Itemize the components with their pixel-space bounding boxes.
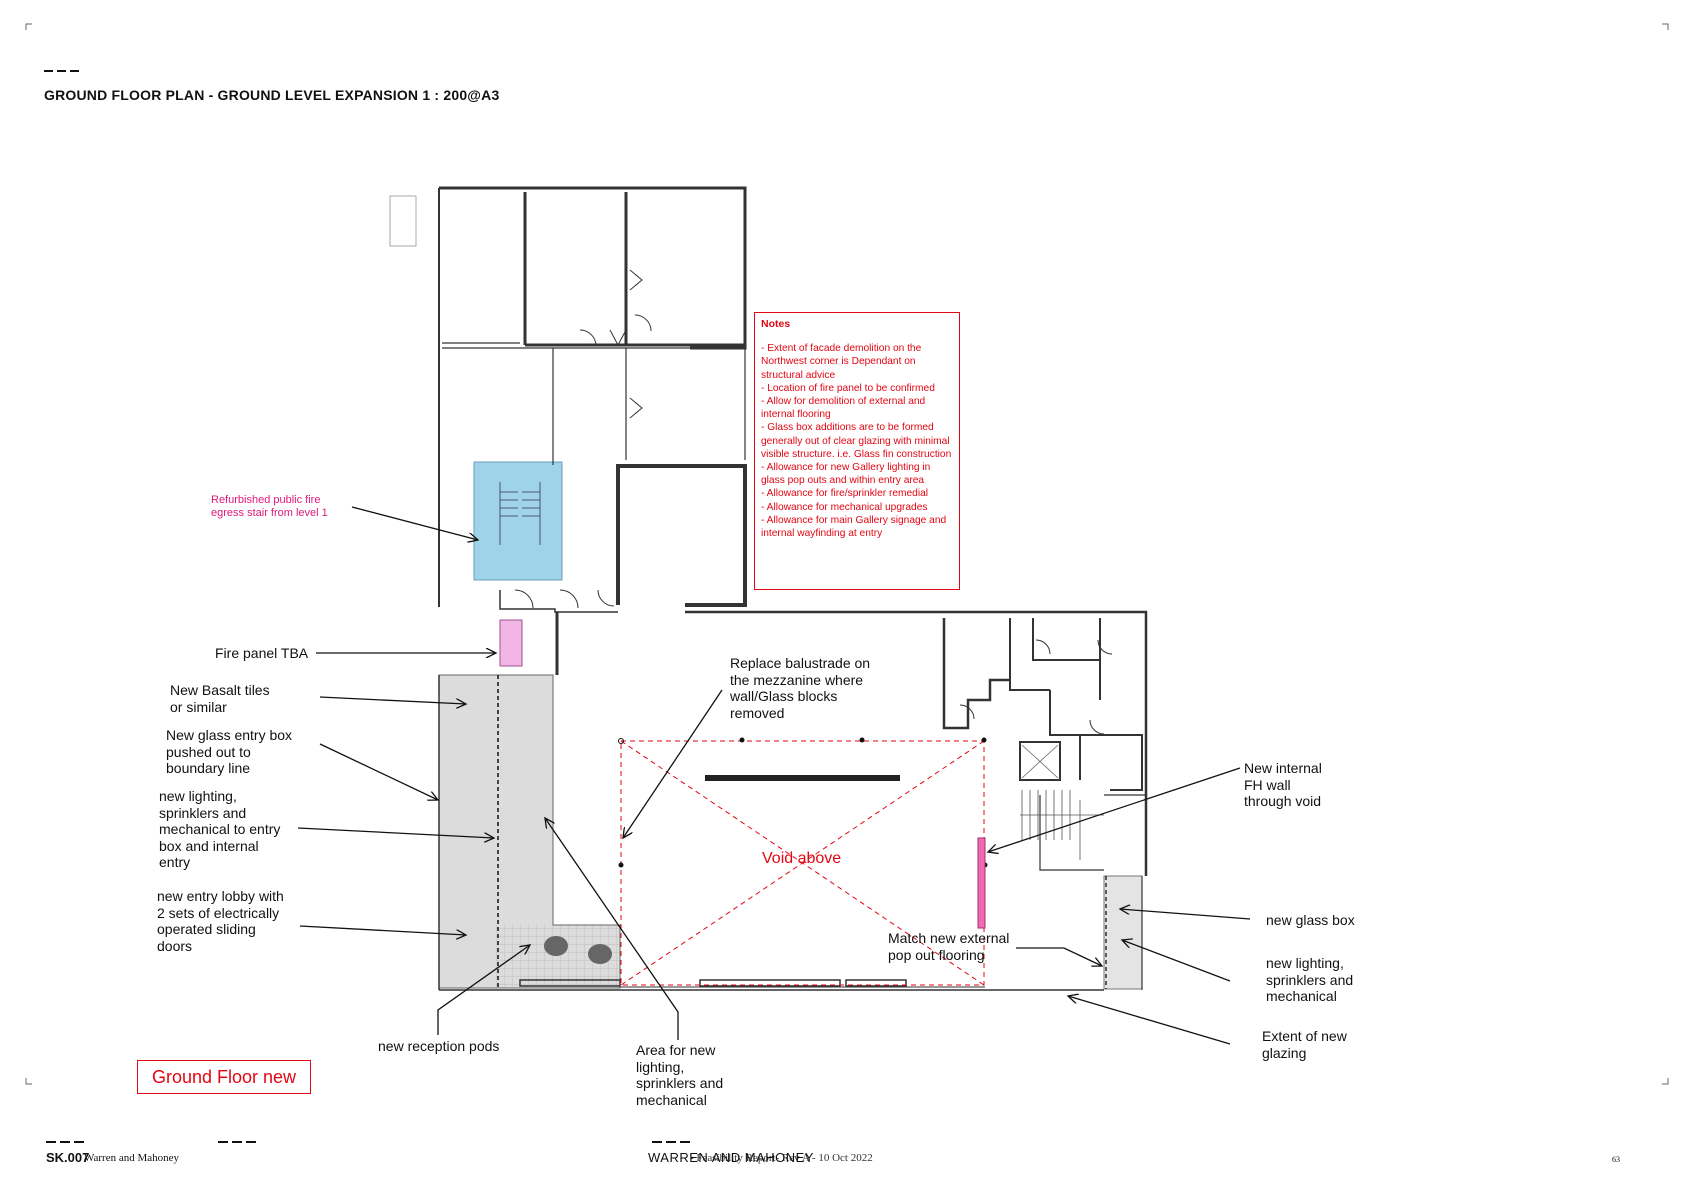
glazing-strip: [519, 979, 985, 988]
footer-rule: [246, 1141, 256, 1143]
walls: [438, 186, 1148, 991]
stair-highlight: [473, 461, 563, 581]
footer-report-title: - Feasibility Report- Rev A - 10 Oct 202…: [690, 1152, 873, 1164]
footer-rule: [666, 1141, 676, 1143]
mezzanine-bar: [705, 775, 900, 781]
external-fixture: [389, 195, 417, 247]
box-lighting-annotation: new lighting, sprinklers and mechanical: [1266, 955, 1354, 1004]
lobby-annotation: new entry lobby with 2 sets of electrica…: [157, 888, 284, 954]
notes-item: - Extent of facade demolition on the Nor…: [761, 343, 922, 381]
pop-out-annotation: Match new external pop out flooring: [888, 930, 1010, 963]
notes-item: - Allowance for main Gallery signage and…: [761, 514, 947, 540]
balustrade-annotation: Replace balustrade on the mezzanine wher…: [730, 655, 871, 721]
crop-marks: [25, 23, 1669, 1085]
area-lighting-annotation: Area for new lighting, sprinklers and me…: [636, 1042, 724, 1108]
glass-box-right: [1103, 875, 1143, 990]
footer-rule: [46, 1141, 56, 1143]
basalt-annotation: New Basalt tiles or similar: [170, 682, 270, 715]
notes-item: - Allowance for fire/sprinkler remedial: [761, 488, 929, 500]
notes-item: - Glass box additions are to be formed g…: [761, 422, 952, 460]
footer-rule: [60, 1141, 70, 1143]
footer-rule: [680, 1141, 690, 1143]
footer-rule: [232, 1141, 242, 1143]
footer-rule: [218, 1141, 228, 1143]
footer-rule: [74, 1141, 84, 1143]
reception-annotation: new reception pods: [378, 1038, 500, 1054]
notes-heading: Notes: [761, 318, 791, 330]
glass-entry-annotation: New glass entry box pushed out to bounda…: [166, 727, 293, 776]
fire-panel: [499, 619, 523, 667]
fh-wall: [977, 837, 986, 929]
stairs-right: [1020, 744, 1104, 860]
void-posts: [618, 737, 988, 868]
notes-item: - Allowance for mechanical upgrades: [761, 501, 928, 513]
notes-item: - Location of fire panel to be confirmed: [761, 382, 935, 394]
footer-brand: WARREN AND MAHONEY: [648, 1150, 814, 1165]
glass-box-annotation: new glass box: [1266, 912, 1355, 928]
footer-sheet-code: SK.007: [46, 1150, 90, 1165]
notes-box: Notes - Extent of facade demolition on t…: [754, 312, 960, 590]
title-rule-1: [44, 70, 53, 72]
notes-item: - Allowance for new Gallery lighting in …: [761, 462, 931, 487]
void-label: Void above: [762, 850, 842, 867]
reception-pod-2: [588, 944, 612, 964]
page-title: GROUND FLOOR PLAN - GROUND LEVEL EXPANSI…: [44, 87, 500, 103]
entry-lighting-annotation: new lighting, sprinklers and mechanical …: [159, 788, 281, 870]
glazing-annotation: Extent of new glazing: [1262, 1028, 1347, 1061]
notes-item: - Allow for demolition of external and i…: [761, 396, 926, 421]
footer-rule: [652, 1141, 662, 1143]
footer-company: Warren and Mahoney: [84, 1152, 180, 1164]
reception-pod-1: [544, 936, 568, 956]
ground-floor-label: Ground Floor new: [137, 1060, 311, 1094]
fire-panel-annotation: Fire panel TBA: [215, 645, 309, 661]
stair-annotation: Refurbished public fire egress stair fro…: [211, 494, 328, 519]
page-number: 63: [1612, 1155, 1620, 1164]
title-rule-3: [70, 70, 79, 72]
leader-arrows: [297, 506, 1251, 1045]
title-rule-2: [57, 70, 66, 72]
doors: [514, 269, 1113, 735]
fh-wall-annotation: New internal FH wall through void: [1244, 760, 1322, 809]
